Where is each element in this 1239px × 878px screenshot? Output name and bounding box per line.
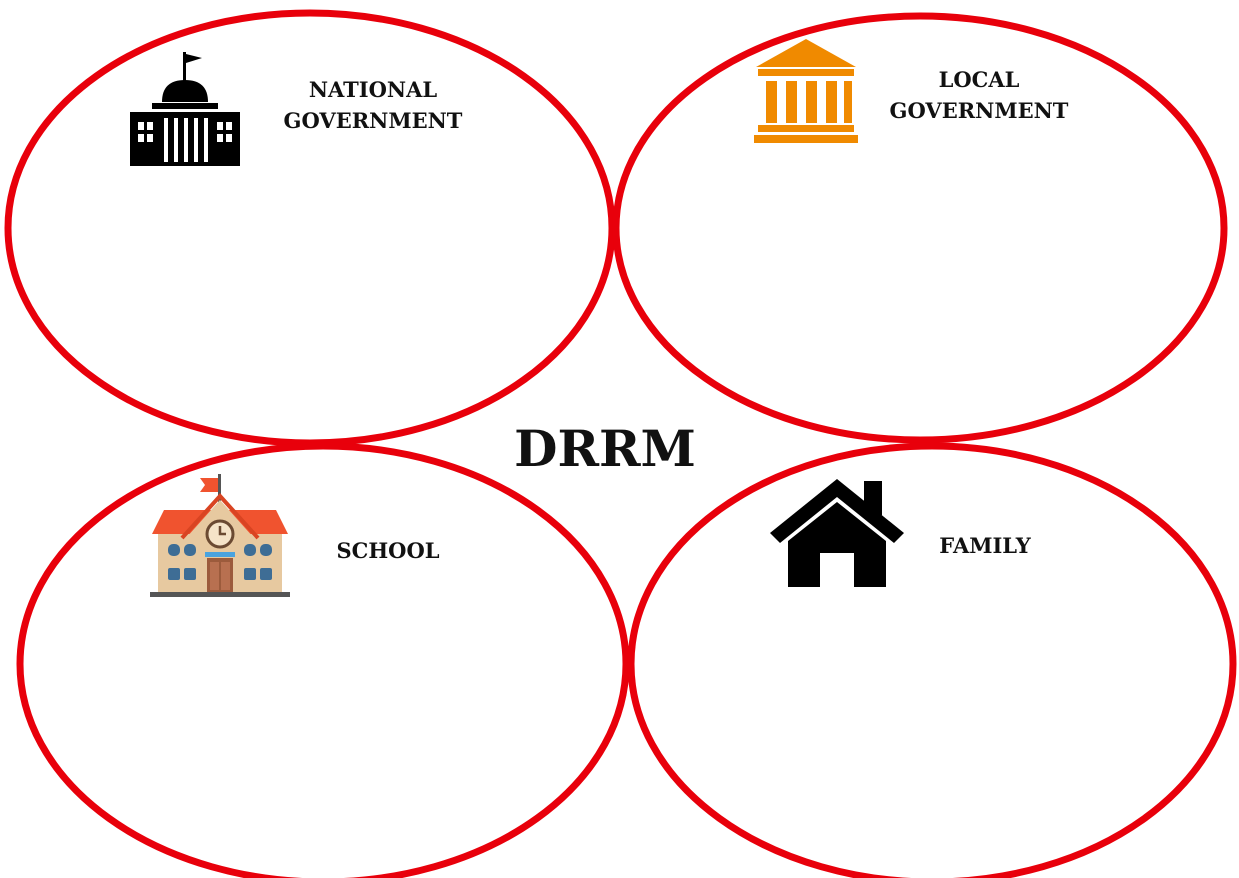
oval-school xyxy=(16,442,630,878)
family-label-line1: FAMILY xyxy=(939,533,1031,558)
house-icon xyxy=(770,479,904,587)
national-government-label: NATIONAL GOVERNMENT xyxy=(262,74,484,136)
oval-local-government xyxy=(612,12,1228,444)
national-label-line1: NATIONAL xyxy=(308,77,438,102)
school-label: SCHOOL xyxy=(298,535,478,566)
school-label-line1: SCHOOL xyxy=(336,538,440,563)
government-building-icon xyxy=(130,52,240,166)
local-government-label: LOCAL GOVERNMENT xyxy=(868,64,1090,126)
local-label-line2: GOVERNMENT xyxy=(889,98,1069,123)
center-title: DRRM xyxy=(514,419,696,478)
school-building-icon xyxy=(150,474,290,597)
national-label-line2: GOVERNMENT xyxy=(283,108,463,133)
oval-family xyxy=(627,442,1237,878)
columned-building-icon xyxy=(754,39,858,143)
local-label-line1: LOCAL xyxy=(938,67,1020,92)
family-label: FAMILY xyxy=(900,530,1070,561)
